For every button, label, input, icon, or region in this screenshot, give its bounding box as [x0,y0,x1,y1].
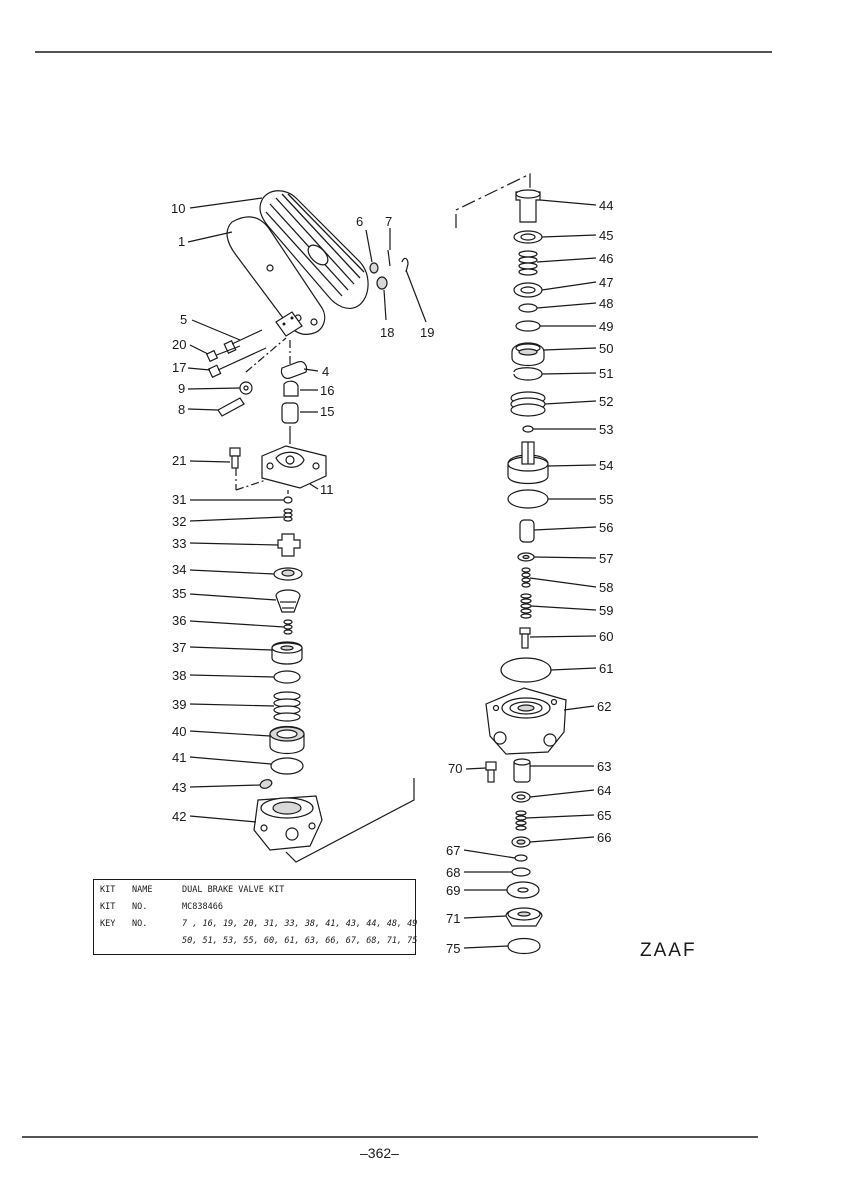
label-57: 57 [599,551,613,566]
label-45: 45 [599,228,613,243]
valve-assembly [455,173,567,955]
label-62: 62 [597,699,611,714]
label-32: 32 [172,514,186,529]
kit-name-value: DUAL BRAKE VALVE KIT [182,885,285,895]
page-number: –362– [360,1145,399,1161]
label-51: 51 [599,366,613,381]
label-42: 42 [172,809,186,824]
label-7: 7 [385,214,392,229]
label-59: 59 [599,603,613,618]
key-field: NO. [132,919,148,929]
label-43: 43 [172,780,186,795]
label-5: 5 [180,312,187,327]
label-39: 39 [172,697,186,712]
label-18: 18 [380,325,394,340]
label-53: 53 [599,422,613,437]
label-60: 60 [599,629,613,644]
kit-field: NO. [132,902,148,912]
label-1: 1 [178,234,185,249]
label-52: 52 [599,394,613,409]
kit-table: KIT NAME DUAL BRAKE VALVE KIT KIT NO. MC… [93,879,418,955]
label-11: 11 [320,482,334,497]
label-66: 66 [597,830,611,845]
watermark-code: ZAAF [640,940,697,961]
label-6: 6 [356,214,363,229]
label-48: 48 [599,296,613,311]
label-40: 40 [172,724,186,739]
label-68: 68 [446,865,460,880]
key-numbers-line2: 50, 51, 53, 55, 60, 61, 63, 66, 67, 68, … [182,936,418,946]
label-8: 8 [178,402,185,417]
leader-lines [187,197,597,949]
key-label: KEY [100,919,116,929]
label-37: 37 [172,640,186,655]
pedal-assembly [205,190,415,863]
label-34: 34 [172,562,186,577]
label-33: 33 [172,536,186,551]
label-58: 58 [599,580,613,595]
label-17: 17 [172,360,186,375]
label-38: 38 [172,668,186,683]
label-50: 50 [599,341,613,356]
label-55: 55 [599,492,613,507]
label-21: 21 [172,453,186,468]
label-64: 64 [597,783,611,798]
label-4: 4 [322,364,329,379]
label-31: 31 [172,492,186,507]
label-16: 16 [320,383,334,398]
label-70: 70 [448,761,462,776]
label-54: 54 [599,458,613,473]
label-9: 9 [178,381,185,396]
label-75: 75 [446,941,460,956]
kit-number-value: MC838466 [182,902,223,912]
label-10: 10 [171,201,185,216]
kit-label: KIT [100,902,116,912]
label-19: 19 [420,325,434,340]
part-labels: 10 1 6 7 5 20 17 9 8 4 16 15 18 19 21 11… [171,198,613,956]
label-47: 47 [599,275,613,290]
label-61: 61 [599,661,613,676]
label-41: 41 [172,750,186,765]
kit-field: NAME [132,885,153,895]
key-numbers-line1: 7 , 16, 19, 20, 31, 33, 38, 41, 43, 44, … [182,919,418,929]
label-67: 67 [446,843,460,858]
label-63: 63 [597,759,611,774]
label-15: 15 [320,404,334,419]
label-71: 71 [446,911,460,926]
label-65: 65 [597,808,611,823]
label-36: 36 [172,613,186,628]
pedal-arm [226,216,326,335]
label-69: 69 [446,883,460,898]
label-56: 56 [599,520,613,535]
label-35: 35 [172,586,186,601]
label-20: 20 [172,337,186,352]
label-46: 46 [599,251,613,266]
kit-label: KIT [100,885,116,895]
label-44: 44 [599,198,613,213]
label-49: 49 [599,319,613,334]
